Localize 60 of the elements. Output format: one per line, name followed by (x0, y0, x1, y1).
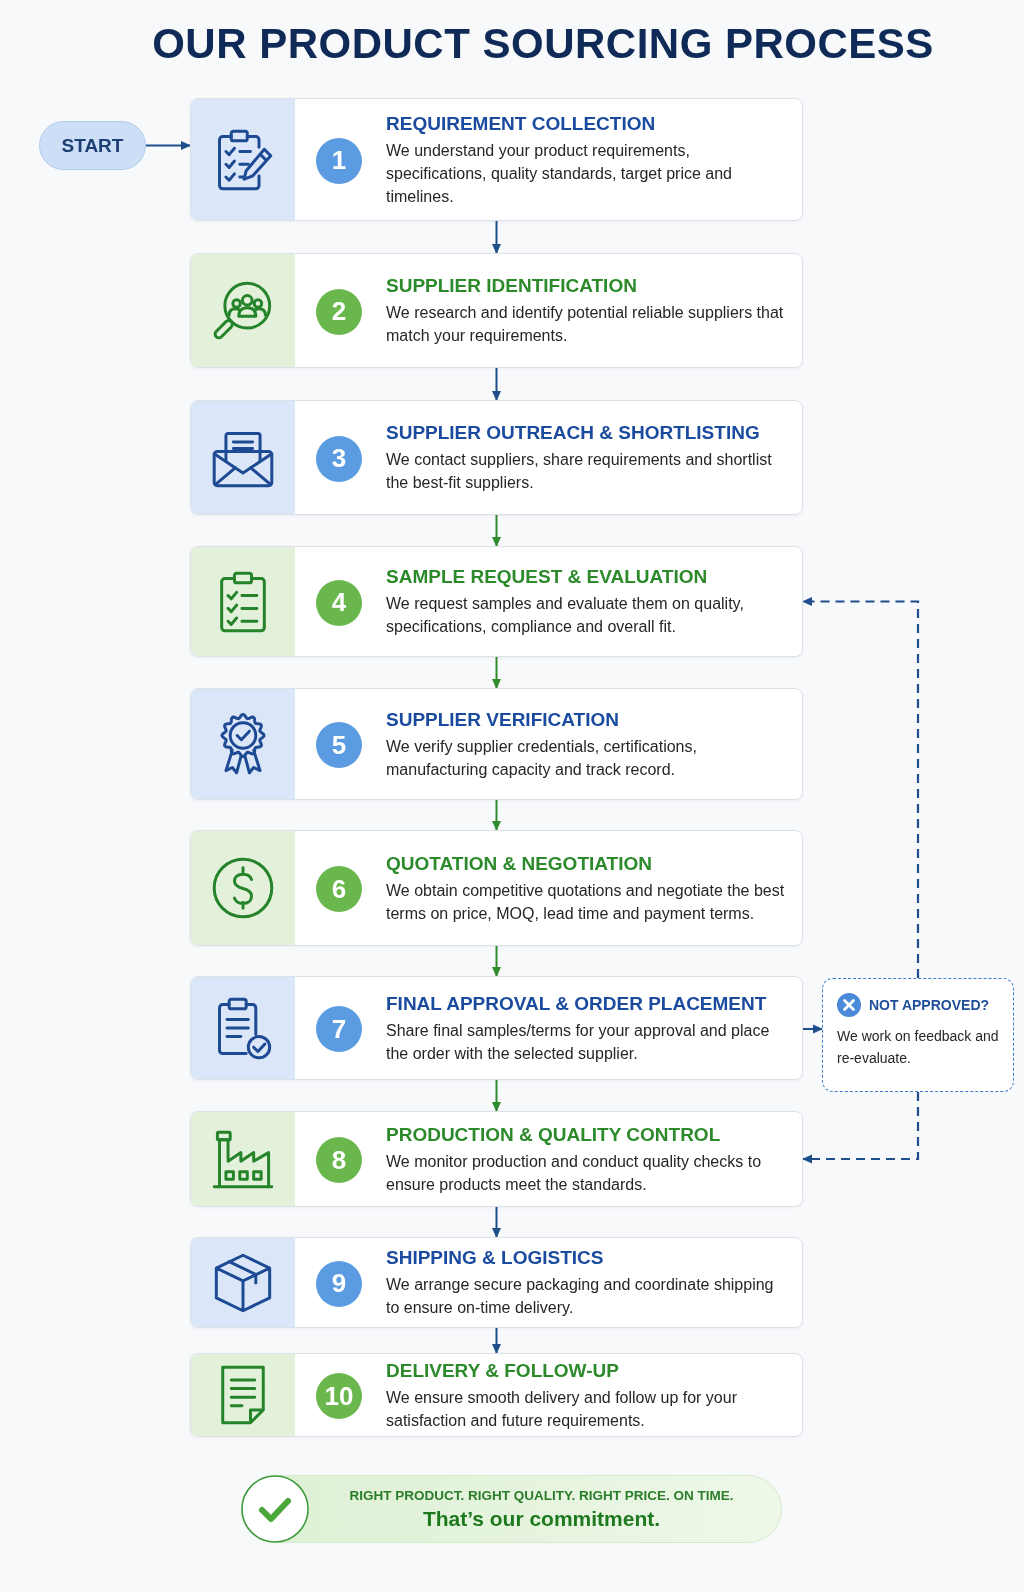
step-description: We verify supplier credentials, certifications, manufacturing capacity and track record. (386, 736, 698, 780)
arrow (492, 1327, 501, 1354)
commitment-text: That’s our commitment. (422, 1505, 661, 1532)
step-number: 6 (316, 866, 362, 912)
step-description: We obtain competitive quotations and negotiate the best terms on price, MOQ, lead time and payment terms. (386, 880, 786, 924)
step-description: Share final samples/terms for your approval and place the order with the selected supplier. (386, 1020, 771, 1064)
step-heading: SHIPPING & LOGISTICS (386, 1246, 605, 1270)
step-description: We monitor production and conduct quality checks to ensure products meet the standards. (386, 1151, 763, 1195)
step-heading: SUPPLIER IDENTIFICATION (386, 274, 638, 298)
step-number: 2 (316, 288, 362, 335)
step-card (190, 253, 803, 368)
step-number: 1 (316, 137, 362, 184)
step-description: We research and identify potential reliable suppliers that match your requirements. (386, 303, 785, 346)
step-heading: DELIVERY & FOLLOW-UP (386, 1358, 620, 1383)
page-title: OUR PRODUCT SOURCING PROCESS (151, 19, 935, 69)
note-text: We work on feedback and re-evaluate. (837, 1027, 1000, 1068)
step-number: 4 (316, 579, 362, 626)
step-number: 7 (316, 1006, 362, 1052)
step-description: We contact suppliers, share requirements and shortlist the best-fit suppliers. (386, 450, 773, 493)
arrow (492, 799, 501, 831)
step-heading: SUPPLIER OUTREACH & SHORTLISTING (386, 421, 761, 445)
arrow (492, 1079, 501, 1112)
dashed-arrow (802, 1092, 920, 1164)
dashed-arrow (802, 597, 920, 978)
step-card (190, 1111, 803, 1207)
step-card (190, 1353, 803, 1437)
step-description: We understand your product requirements, specifications, quality standards, target price and timelines. (386, 140, 733, 207)
arrow (492, 1206, 501, 1238)
arrow (492, 945, 501, 977)
step-card (190, 546, 803, 657)
step-card (190, 976, 803, 1080)
step-number: 3 (316, 435, 362, 482)
step-number: 8 (316, 1137, 362, 1183)
step-heading: REQUIREMENT COLLECTION (386, 111, 657, 136)
slogan-text: RIGHT PRODUCT. RIGHT QUALITY. RIGHT PRICE. ON TIME. (349, 1486, 734, 1505)
step-description: We ensure smooth delivery and follow up for your satisfaction and future requirements. (386, 1387, 738, 1431)
step-heading: FINAL APPROVAL & ORDER PLACEMENT (386, 991, 768, 1016)
step-heading: SUPPLIER VERIFICATION (386, 707, 620, 732)
step-description: We arrange secure packaging and coordinate shipping to ensure on-time delivery. (386, 1275, 775, 1318)
step-number: 9 (316, 1260, 362, 1307)
note-heading: NOT APPROVED? (869, 997, 990, 1013)
step-number: 10 (316, 1373, 362, 1419)
arrow (145, 141, 191, 150)
step-card (190, 688, 803, 800)
step-card (190, 830, 803, 946)
arrow (492, 656, 501, 689)
step-heading: SAMPLE REQUEST & EVALUATION (386, 565, 709, 589)
step-card (190, 400, 803, 515)
start-terminal: START (39, 121, 146, 170)
arrow (492, 367, 501, 401)
step-card (190, 98, 803, 221)
arrow (492, 514, 501, 547)
step-card (190, 1237, 803, 1328)
step-number: 5 (316, 722, 362, 768)
feedback-note (822, 978, 1014, 1092)
step-heading: PRODUCTION & QUALITY CONTROL (386, 1122, 722, 1147)
arrow (492, 220, 501, 254)
arrow (802, 1024, 823, 1034)
step-heading: QUOTATION & NEGOTIATION (386, 851, 653, 876)
step-description: We request samples and evaluate them on quality, specifications, compliance and overall fit. (386, 594, 745, 637)
